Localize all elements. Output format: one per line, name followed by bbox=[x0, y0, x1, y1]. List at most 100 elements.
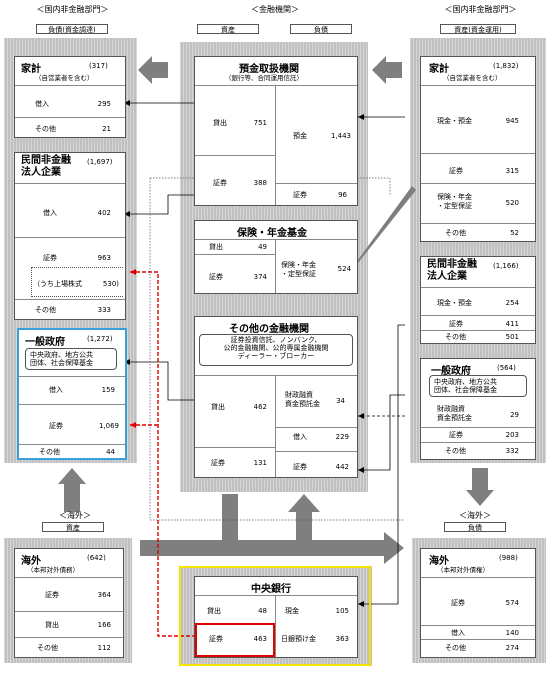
central-liab-value: 363 bbox=[335, 635, 349, 643]
right-gov-row-label: 財政融資 資金預託金 bbox=[437, 405, 472, 422]
insurance-box: 保険・年金基金 貸出 49 証券 374 保険・年金 ・定型保証 524 bbox=[194, 220, 358, 294]
ribbon-liabilities: 負債 bbox=[290, 24, 352, 34]
right-overseas-row-value: 574 bbox=[505, 599, 519, 607]
left-household-row-label: 借入 bbox=[35, 100, 49, 108]
left-gov-row-label: 借入 bbox=[49, 386, 63, 394]
right-gov-total: (564) bbox=[497, 364, 516, 372]
right-corp-row-label: 現金・預金 bbox=[437, 299, 472, 307]
central-asset-label: 貸出 bbox=[207, 607, 221, 615]
arrowhead-sec-other bbox=[358, 467, 364, 473]
red-line-corp bbox=[130, 271, 196, 637]
deposit-asset-value: 751 bbox=[253, 119, 267, 127]
arrow-from-right-household bbox=[372, 56, 402, 84]
left-corp-row-label: 借入 bbox=[43, 209, 57, 217]
other-fin-liab-label: 証券 bbox=[293, 463, 307, 471]
left-gov-row-label: その他 bbox=[39, 448, 60, 456]
other-fin-liab-label: 財政融資 資金預託金 bbox=[285, 391, 320, 408]
arrow-up-left-overseas bbox=[58, 468, 86, 512]
central-bank-frame bbox=[179, 566, 371, 666]
line-cash bbox=[358, 324, 405, 605]
arrowhead-fiscal bbox=[358, 413, 364, 419]
right-household-total: (1,832) bbox=[493, 62, 519, 70]
arrowhead-deposit bbox=[358, 114, 364, 120]
right-corp-row-value: 411 bbox=[505, 320, 519, 328]
right-overseas-row-value: 140 bbox=[505, 629, 519, 637]
arrowhead-cash bbox=[358, 601, 364, 607]
central-asset-value: 463 bbox=[253, 635, 267, 643]
deposit-sub: （銀行等、合同運用信託） bbox=[225, 74, 303, 82]
right-corp-row-value: 254 bbox=[505, 299, 519, 307]
line-loan-corp bbox=[124, 194, 196, 215]
other-fin-liab-value: 229 bbox=[335, 433, 349, 441]
right-gov-row-value: 29 bbox=[510, 411, 519, 419]
right-corp-row-value: 501 bbox=[505, 333, 519, 341]
left-household-row-label: その他 bbox=[35, 125, 56, 133]
right-corp-box: 民間非金融 法人企業 (1,166) 現金・預金 254 証券 411 その他 … bbox=[420, 256, 536, 344]
left-gov-row-value: 1,069 bbox=[98, 422, 119, 430]
insurance-asset-label: 貸出 bbox=[209, 243, 223, 251]
dotted-line-top bbox=[150, 177, 391, 196]
right-overseas-row-label: 借入 bbox=[451, 629, 465, 637]
arrow-to-left-household bbox=[138, 56, 168, 84]
left-overseas-row-value: 112 bbox=[97, 644, 111, 652]
right-corp-row-label: 証券 bbox=[449, 320, 463, 328]
right-gov-row-value: 332 bbox=[505, 447, 519, 455]
left-household-row-value: 295 bbox=[97, 100, 111, 108]
deposit-title: 預金取扱機関 bbox=[239, 64, 299, 75]
ribbon-assets-investment: 資産(資金運用) bbox=[440, 24, 516, 34]
left-overseas-total: (642) bbox=[87, 554, 106, 562]
left-overseas-row-label: その他 bbox=[37, 644, 58, 652]
left-gov-total: (1,272) bbox=[87, 335, 113, 343]
other-fin-title: その他の金融機関 bbox=[229, 324, 309, 335]
other-fin-asset-value: 462 bbox=[253, 403, 267, 411]
insurance-asset-value: 374 bbox=[253, 273, 267, 281]
insurance-asset-value: 49 bbox=[258, 243, 267, 251]
right-corp-row-label: その他 bbox=[445, 333, 466, 341]
right-household-title: 家計 bbox=[429, 64, 449, 75]
ribbon-assets: 資産 bbox=[197, 24, 259, 34]
left-household-sub: （自営業者を含む） bbox=[35, 74, 94, 82]
left-corp-row-value: 333 bbox=[97, 306, 111, 314]
right-corp-title: 民間非金融 法人企業 bbox=[427, 259, 477, 282]
right-overseas-ribbon: 負債 bbox=[444, 522, 506, 532]
header-domestic-right: ＜国内非金融部門＞ bbox=[444, 5, 517, 14]
left-corp-row-label: その他 bbox=[35, 306, 56, 314]
left-household-title: 家計 bbox=[21, 64, 41, 75]
right-household-row-label: 現金・預金 bbox=[437, 117, 472, 125]
insurance-title: 保険・年金基金 bbox=[237, 228, 307, 239]
other-fin-asset-label: 証券 bbox=[211, 459, 225, 467]
right-overseas-header: ＜海外＞ bbox=[459, 511, 491, 520]
line-securities-other bbox=[358, 394, 405, 471]
insurance-liab-label: 保険・年金 ・定型保証 bbox=[281, 261, 316, 278]
left-gov-box: 一般政府 (1,272) 中央政府、地方公共 団体、社会保障基金 借入 159 … bbox=[17, 328, 127, 460]
central-liab-label: 現金 bbox=[285, 607, 299, 615]
left-corp-box: 民間非金融 法人企業 (1,697) 借入 402 証券 963 （うち上場株式… bbox=[14, 152, 126, 320]
arrow-down-right-overseas bbox=[466, 468, 494, 506]
central-asset-label: 証券 bbox=[209, 635, 223, 643]
arrow-insurance-diagonal bbox=[346, 186, 416, 276]
right-gov-row-label: その他 bbox=[445, 447, 466, 455]
right-overseas-row-label: その他 bbox=[445, 644, 466, 652]
left-corp-row-value: 963 bbox=[97, 254, 111, 262]
right-overseas-row-value: 274 bbox=[505, 644, 519, 652]
listed-stocks-bracket bbox=[31, 267, 123, 297]
other-fin-asset-value: 131 bbox=[253, 459, 267, 467]
right-corp-total: (1,166) bbox=[493, 262, 519, 270]
central-liab-label: 日銀預け金 bbox=[281, 635, 316, 643]
other-fin-asset-label: 貸出 bbox=[211, 403, 225, 411]
arrowhead-gov bbox=[124, 359, 130, 365]
right-gov-row-value: 203 bbox=[505, 431, 519, 439]
red-arrowhead-gov bbox=[130, 422, 136, 428]
arrow-to-right-overseas bbox=[140, 532, 404, 564]
central-securities-highlight bbox=[195, 623, 275, 657]
other-fin-liab-value: 34 bbox=[336, 397, 345, 405]
right-household-row-label: 保険・年金 ・定型保証 bbox=[437, 193, 472, 210]
left-household-box: 家計 (317) （自営業者を含む） 借入 295 その他 21 bbox=[14, 56, 126, 138]
other-fin-box: その他の金融機関 証券投資信託、ノンバンク、 公的金融機関、公的専属金融機関 デ… bbox=[194, 316, 358, 478]
left-corp-title: 民間非金融 法人企業 bbox=[21, 155, 71, 178]
deposit-asset-label: 証券 bbox=[213, 179, 227, 187]
left-overseas-box: 海外 (642) （本邦対外債務） 証券 364 貸出 166 その他 112 bbox=[14, 548, 124, 658]
left-gov-row-value: 159 bbox=[101, 386, 115, 394]
right-household-row-label: 証券 bbox=[449, 167, 463, 175]
